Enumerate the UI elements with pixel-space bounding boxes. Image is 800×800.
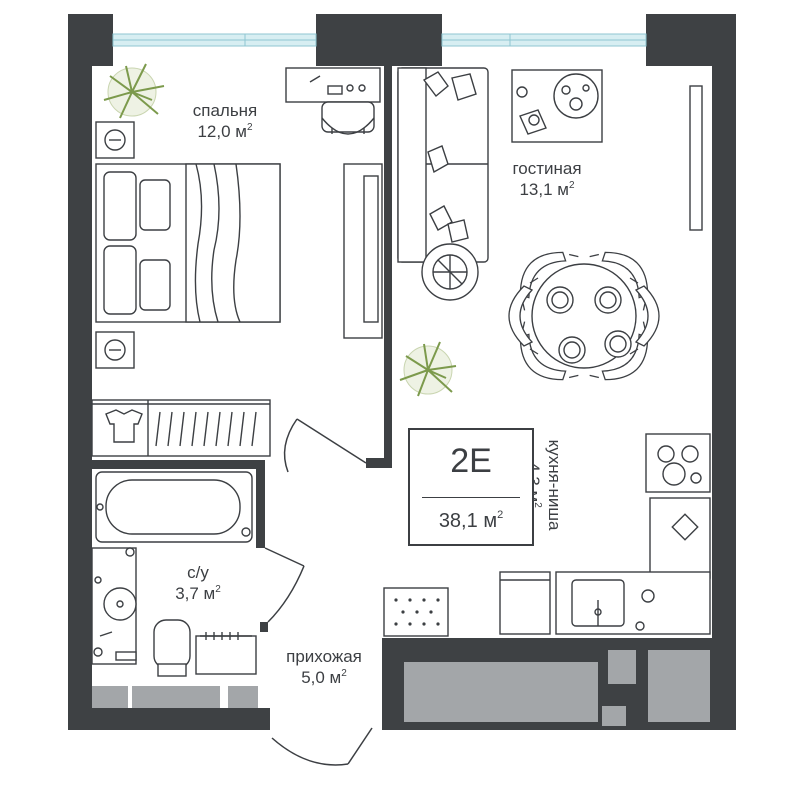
- bathroom-furniture: [91, 471, 257, 677]
- room-name: спальня: [192, 101, 258, 120]
- toilet: [153, 619, 191, 669]
- storage-blocks: [92, 650, 710, 726]
- room-name: гостиная: [512, 159, 582, 178]
- room-label-bathroom: с/у 3,7 м2: [158, 562, 238, 604]
- room-name: прихожая: [286, 647, 362, 666]
- bedroom-furniture: [91, 67, 383, 457]
- washing-machine: [195, 635, 257, 675]
- wall-tv: [689, 85, 703, 231]
- desk: [285, 67, 381, 103]
- shirt-icon: [105, 409, 143, 443]
- kitchen-furniture: [383, 433, 711, 637]
- room-area: 13,1 м2: [519, 180, 575, 199]
- badge-divider: [422, 497, 520, 498]
- room-name: с/у: [187, 563, 209, 582]
- doors: [264, 418, 373, 766]
- plant-icon: [103, 63, 457, 397]
- desk-chair: [321, 101, 375, 133]
- room-area: 12,0 м2: [197, 122, 253, 141]
- living-furniture: [397, 67, 703, 397]
- windows: [112, 33, 647, 47]
- room-area: 3,7 м2: [175, 584, 221, 603]
- room-label-hallway: прихожая 5,0 м2: [262, 646, 386, 688]
- room-area: 5,0 м2: [301, 668, 347, 687]
- unit-code: 2E: [450, 442, 492, 480]
- unit-total-area: 38,1 м2: [438, 509, 504, 533]
- unit-badge: 2E 38,1 м2: [408, 428, 534, 546]
- room-label-living: гостиная 13,1 м2: [492, 158, 602, 200]
- washer-pattern: [394, 598, 440, 626]
- room-name: кухня-ниша: [545, 439, 564, 531]
- room-label-bedroom: спальня 12,0 м2: [170, 100, 280, 142]
- fridge: [499, 571, 551, 635]
